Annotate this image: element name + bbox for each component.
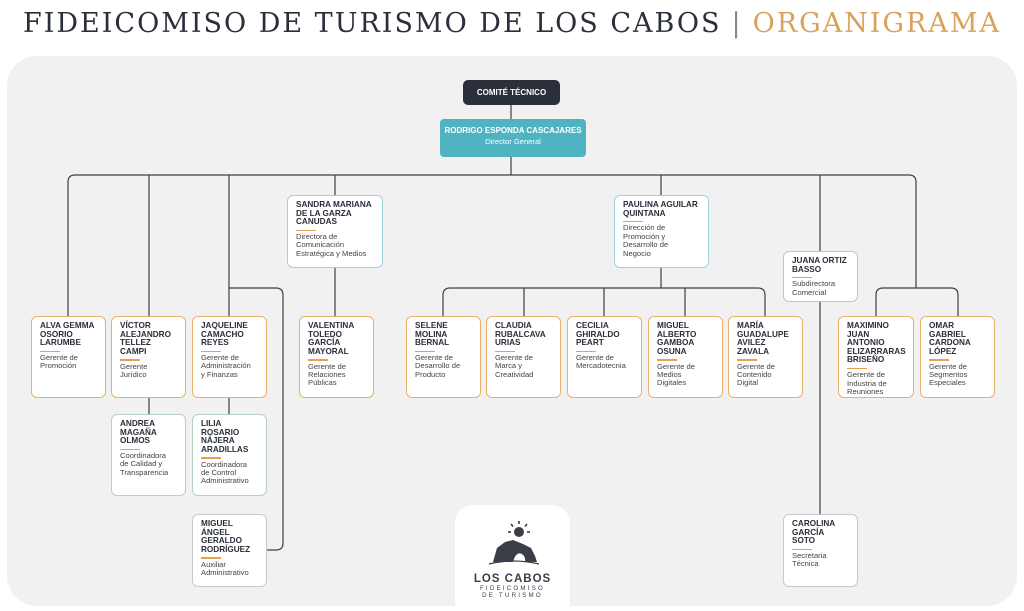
card-role: Directora de Comunicación Estratégica y … (296, 231, 367, 258)
card-maximino: MAXIMINO JUAN ANTONIO ELIZARRARAS BRISEÑ… (838, 316, 914, 398)
page-title: FIDEICOMISO DE TURISMO DE LOS CABOS | ORGA… (0, 8, 1024, 39)
card-miguel-rodriguez: MIGUEL ÁNGEL GERALDO RODRÍGUEZ Auxiliar … (192, 514, 267, 587)
card-name: VÍCTOR ALEJANDRO TELLEZ CAMPI (120, 321, 171, 356)
card-name: JAQUELINE CAMACHO REYES (201, 321, 248, 348)
card-name: MARÍA GUADALUPE AVILEZ ZAVALA (737, 321, 789, 356)
card-cecilia: CECILIA GHIRALDO PEART Gerente de Mercad… (567, 316, 642, 398)
card-name: JUANA ORTIZ BASSO (792, 256, 847, 274)
card-role: Gerente de Contenido Digital (737, 361, 775, 388)
card-name: LILIA ROSARIO NÁJERA ARADILLAS (201, 419, 249, 454)
card-maria: MARÍA GUADALUPE AVILEZ ZAVALA Gerente de… (728, 316, 803, 398)
card-role: Dirección de Promoción y Desarrollo de N… (623, 223, 669, 258)
logo-line2: DE TURISMO (482, 592, 543, 599)
card-name: CECILIA GHIRALDO PEART (576, 321, 620, 348)
title-main: FIDEICOMISO DE TURISMO DE LOS CABOS (23, 8, 722, 39)
title-separator: | (731, 8, 743, 39)
card-selene: SELENE MOLINA BERNAL Gerente de Desarrol… (406, 316, 481, 398)
card-role: Gerente de Desarrollo de Producto (415, 352, 461, 379)
card-carolina: CAROLINA GARCÍA SOTO Secretaria Técnica (783, 514, 858, 587)
card-role: Gerente de Mercadotecnia (576, 352, 626, 371)
card-juana: JUANA ORTIZ BASSO Subdirectora Comercial (783, 251, 858, 302)
logo-line1: FIDEICOMISO (479, 585, 546, 592)
card-role: Gerente de Industria de Reuniones (847, 370, 887, 396)
card-role: Auxiliar Administrativo (201, 559, 249, 577)
arch-sun-icon (488, 521, 539, 565)
card-name: ANDREA MAGAÑA OLMOS (120, 419, 157, 446)
card-role: Gerente de Medios Digitales (657, 361, 695, 388)
card-alva: ALVA GEMMA OSORIO LARUMBE Gerente de Pro… (31, 316, 106, 398)
card-andrea: ANDREA MAGAÑA OLMOS Coordinadora de Cali… (111, 414, 186, 496)
card-role: Coordinadora de Calidad y Transparencia (120, 450, 169, 477)
card-claudia: CLAUDIA RUBALCAVA URIAS Gerente de Marca… (486, 316, 561, 398)
card-paulina: PAULINA AGUILAR QUINTANA Dirección de Pr… (614, 195, 709, 268)
title-accent: ORGANIGRAMA (752, 8, 1001, 39)
logo-brand: LOS CABOS (473, 573, 552, 585)
director-role: Director General (485, 137, 541, 146)
card-name: SELENE MOLINA BERNAL (415, 321, 450, 348)
director-general-box: RODRIGO ESPONDA CASCAJARES Director Gene… (440, 119, 586, 157)
card-miguel-gamboa: MIGUEL ALBERTO GAMBOA OSUNA Gerente de M… (648, 316, 723, 398)
card-name: PAULINA AGUILAR QUINTANA (623, 200, 698, 218)
card-role: Gerente de Segmentos Especiales (929, 361, 968, 388)
card-role: Gerente de Marca y Creatividad (495, 352, 534, 379)
director-name: RODRIGO ESPONDA CASCAJARES (444, 126, 582, 135)
card-name: MIGUEL ÁNGEL GERALDO RODRÍGUEZ (201, 519, 251, 554)
card-role: Secretaria Técnica (792, 550, 827, 569)
card-name: OMAR GABRIEL CARDONA LÓPEZ (929, 321, 971, 356)
card-role: Coordinadora de Control Administrativo (201, 459, 249, 486)
card-lilia: LILIA ROSARIO NÁJERA ARADILLAS Coordinad… (192, 414, 267, 496)
card-name: CLAUDIA RUBALCAVA URIAS (495, 321, 546, 348)
card-name: SANDRA MARIANA DE LA GARZA CANUDAS (296, 200, 372, 227)
card-name: MIGUEL ALBERTO GAMBOA OSUNA (657, 321, 697, 356)
card-role: Subdirectora Comercial (792, 279, 836, 297)
card-role: Gerente Jurídico (120, 361, 148, 379)
card-name: CAROLINA GARCÍA SOTO (792, 519, 836, 546)
card-name: MAXIMINO JUAN ANTONIO ELIZARRARAS BRISEÑ… (847, 321, 906, 365)
card-valentina: VALENTINA TOLEDO GARCÍA MAYORAL Gerente … (299, 316, 374, 398)
card-omar: OMAR GABRIEL CARDONA LÓPEZ Gerente de Se… (920, 316, 995, 398)
card-name: VALENTINA TOLEDO GARCÍA MAYORAL (308, 321, 355, 356)
card-role: Gerente de Relaciones Públicas (308, 361, 346, 388)
card-role: Gerente de Promoción (40, 352, 78, 371)
card-jaqueline: JAQUELINE CAMACHO REYES Gerente de Admin… (192, 316, 267, 398)
los-cabos-logo: LOS CABOS FIDEICOMISO DE TURISMO (470, 518, 555, 610)
card-role: Gerente de Administración y Finanzas (201, 352, 251, 379)
card-sandra: SANDRA MARIANA DE LA GARZA CANUDAS Direc… (287, 195, 383, 268)
card-victor: VÍCTOR ALEJANDRO TELLEZ CAMPI Gerente Ju… (111, 316, 186, 398)
committee-box: COMITÉ TÉCNICO (463, 80, 560, 105)
card-name: ALVA GEMMA OSORIO LARUMBE (40, 321, 95, 348)
